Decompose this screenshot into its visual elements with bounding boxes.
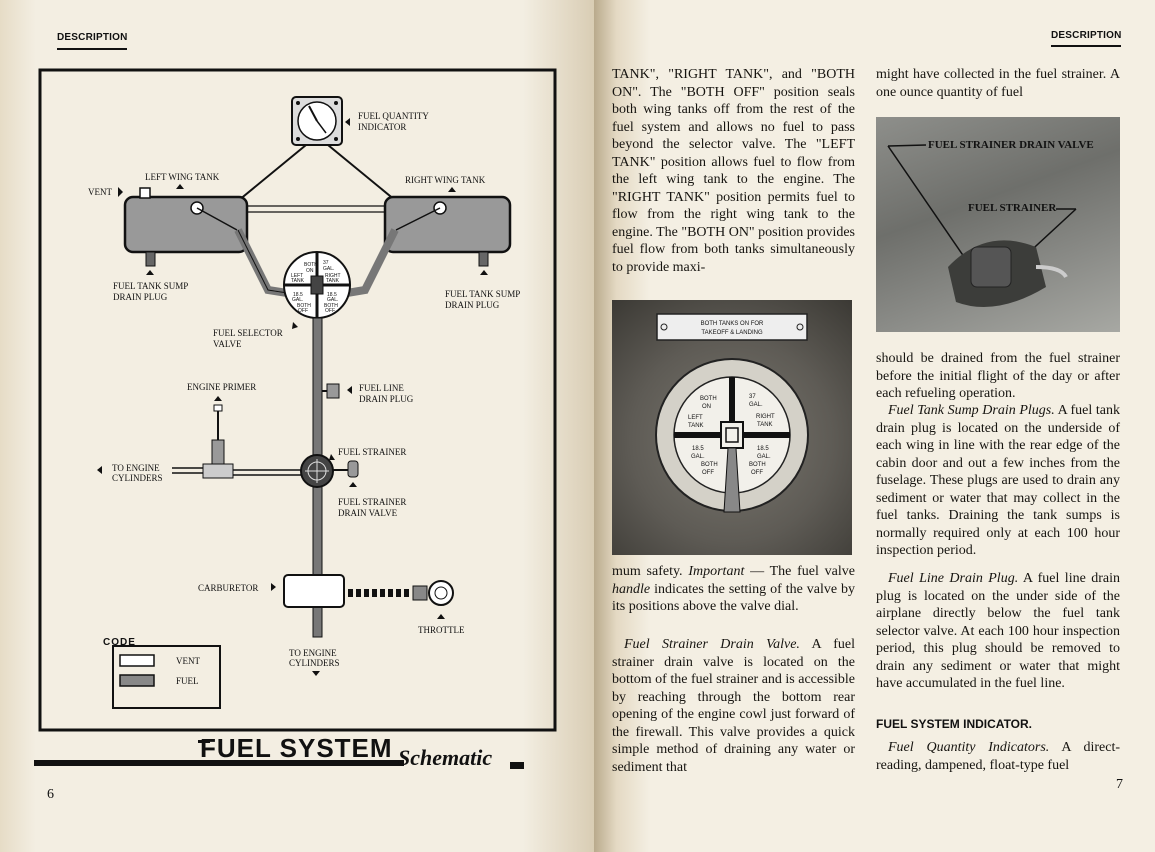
label-to-engine-2: CYLINDERS [112, 473, 163, 483]
svg-text:37: 37 [323, 260, 329, 266]
left-wing-tank-icon [123, 195, 249, 254]
label-fuel-quantity-2: INDICATOR [358, 122, 406, 132]
label-vent: VENT [88, 187, 112, 197]
svg-text:FUEL STRAINER: FUEL STRAINER [968, 202, 1057, 214]
svg-text:GAL.: GAL. [292, 297, 303, 303]
svg-text:OFF: OFF [325, 308, 335, 314]
label-sump-right-2: DRAIN PLUG [445, 300, 500, 310]
schematic-title: FUEL SYSTEM [200, 733, 393, 763]
label-fuel-strainer: FUEL STRAINER [338, 447, 406, 457]
svg-text:BOTH: BOTH [700, 396, 717, 402]
svg-text:TANK: TANK [757, 422, 773, 428]
svg-text:BOTH: BOTH [749, 462, 766, 468]
schematic-frame [38, 68, 557, 732]
carburetor-icon [283, 574, 345, 608]
label-fuel-line-drain-1: FUEL LINE [359, 383, 404, 393]
svg-text:18.5: 18.5 [692, 446, 704, 452]
svg-text:ON: ON [306, 268, 314, 274]
svg-text:TAKEOFF & LANDING: TAKEOFF & LANDING [701, 330, 763, 336]
svg-text:BOTH: BOTH [304, 262, 318, 268]
label-fuel-line-drain-2: DRAIN PLUG [359, 394, 414, 404]
label-carburetor: CARBURETOR [198, 583, 258, 593]
col2-para-drained: should be drained from the fuel strainer… [876, 351, 1120, 401]
col1-bottom-text: mum safety. Important — The fuel valve h… [612, 564, 856, 614]
main-fuel-line [312, 317, 323, 579]
svg-text:BOTH: BOTH [701, 462, 718, 468]
label-sump-left-1: FUEL TANK SUMP [113, 281, 188, 291]
header-rule [57, 48, 127, 50]
svg-text:18.5: 18.5 [327, 292, 337, 298]
label-right-wing-tank: RIGHT WING TANK [405, 175, 486, 185]
label-fuel-selector-1: FUEL SELECTOR [213, 328, 283, 338]
title-bar-line [34, 760, 404, 766]
legend-vent: VENT [176, 656, 200, 666]
page-header-right: DESCRIPTION [1051, 30, 1122, 41]
section-heading-fuel-indicator: FUEL SYSTEM INDICATOR. [876, 717, 1033, 731]
right-page: DESCRIPTION 7 TANK", "RIGHT TANK", and "… [594, 0, 1155, 852]
throttle-knob-icon [412, 580, 454, 606]
svg-text:CODE: CODE [103, 637, 136, 648]
svg-text:GAL.: GAL. [327, 297, 338, 303]
col1-top-text: TANK", "RIGHT TANK", and "BOTH ON". The … [612, 67, 855, 275]
svg-text:BOTH: BOTH [297, 303, 311, 309]
label-left-wing-tank: LEFT WING TANK [145, 172, 220, 182]
label-to-engine-b2: CYLINDERS [289, 658, 340, 668]
svg-text:18.5: 18.5 [757, 446, 769, 452]
code-legend: CODE VENT FUEL [103, 637, 221, 709]
svg-text:OFF: OFF [702, 470, 714, 476]
fuel-strainer-photo: FUEL STRAINER DRAIN VALVE FUEL STRAINER [876, 117, 1120, 332]
page-number-left: 6 [47, 787, 54, 802]
fuel-quantity-gauge-icon [291, 96, 343, 146]
svg-text:BOTH: BOTH [324, 303, 338, 309]
svg-text:GAL.: GAL. [323, 266, 334, 272]
label-strainer-drain-1: FUEL STRAINER [338, 497, 406, 507]
svg-text:TANK: TANK [688, 423, 704, 429]
label-fuel-quantity-1: FUEL QUANTITY [358, 111, 429, 121]
fuel-selector-valve-icon: BOTH ON 37 GAL. RIGHT TANK LEFT TANK 18.… [283, 251, 351, 319]
svg-text:37: 37 [749, 394, 756, 400]
svg-text:RIGHT: RIGHT [756, 414, 775, 420]
label-fuel-selector-2: VALVE [213, 339, 242, 349]
label-sump-right-1: FUEL TANK SUMP [445, 289, 520, 299]
col2-top-text: might have collected in the fuel straine… [876, 67, 1120, 100]
label-to-engine-b1: TO ENGINE [289, 648, 337, 658]
selector-valve-photo: BOTH TANKS ON FOR TAKEOFF & LANDING BOTH… [612, 300, 852, 555]
legend-fuel: FUEL [176, 676, 199, 686]
svg-text:TANK: TANK [326, 278, 340, 284]
col1-strainer-valve-para: Fuel Strainer Drain Valve. A fuel strain… [612, 637, 856, 775]
svg-text:GAL.: GAL. [757, 454, 771, 460]
label-throttle: THROTTLE [418, 625, 465, 635]
svg-text:LEFT: LEFT [291, 273, 303, 279]
col2-line-drain-para: Fuel Line Drain Plug. A fuel line drain … [876, 571, 1120, 691]
svg-text:TANK: TANK [291, 278, 305, 284]
svg-text:FUEL STRAINER DRAIN VALVE: FUEL STRAINER DRAIN VALVE [928, 139, 1094, 151]
label-to-engine-1: TO ENGINE [112, 463, 160, 473]
strainer-drain-valve-icon [347, 460, 359, 478]
schematic-title-script: Schematic [398, 745, 492, 770]
svg-text:RIGHT: RIGHT [325, 273, 341, 279]
label-engine-primer: ENGINE PRIMER [187, 382, 256, 392]
header-rule [1051, 45, 1121, 47]
left-page: DESCRIPTION 6 FUEL QUANTITY INDICATOR LE… [0, 0, 594, 852]
right-wing-tank-icon [383, 195, 512, 254]
placard [656, 313, 808, 341]
engine-primer-icon [202, 404, 234, 479]
svg-text:ON: ON [702, 404, 711, 410]
svg-text:GAL.: GAL. [691, 454, 705, 460]
fuel-system-schematic: FUEL QUANTITY INDICATOR LEFT WING TANK R… [34, 68, 557, 770]
svg-text:18.5: 18.5 [293, 292, 303, 298]
page-header-left: DESCRIPTION [57, 32, 128, 43]
col2-sump-drain-para: Fuel Tank Sump Drain Plugs. A fuel tank … [876, 403, 1120, 558]
svg-text:BOTH TANKS ON FOR: BOTH TANKS ON FOR [701, 321, 764, 327]
svg-text:GAL.: GAL. [749, 402, 763, 408]
col2-end-para: Fuel Quantity Indicators. A direct-readi… [876, 740, 1120, 773]
page-number-right: 7 [1116, 777, 1123, 792]
svg-text:OFF: OFF [751, 470, 763, 476]
svg-text:OFF: OFF [298, 308, 308, 314]
label-sump-left-2: DRAIN PLUG [113, 292, 168, 302]
svg-text:LEFT: LEFT [688, 415, 703, 421]
label-strainer-drain-2: DRAIN VALVE [338, 508, 398, 518]
